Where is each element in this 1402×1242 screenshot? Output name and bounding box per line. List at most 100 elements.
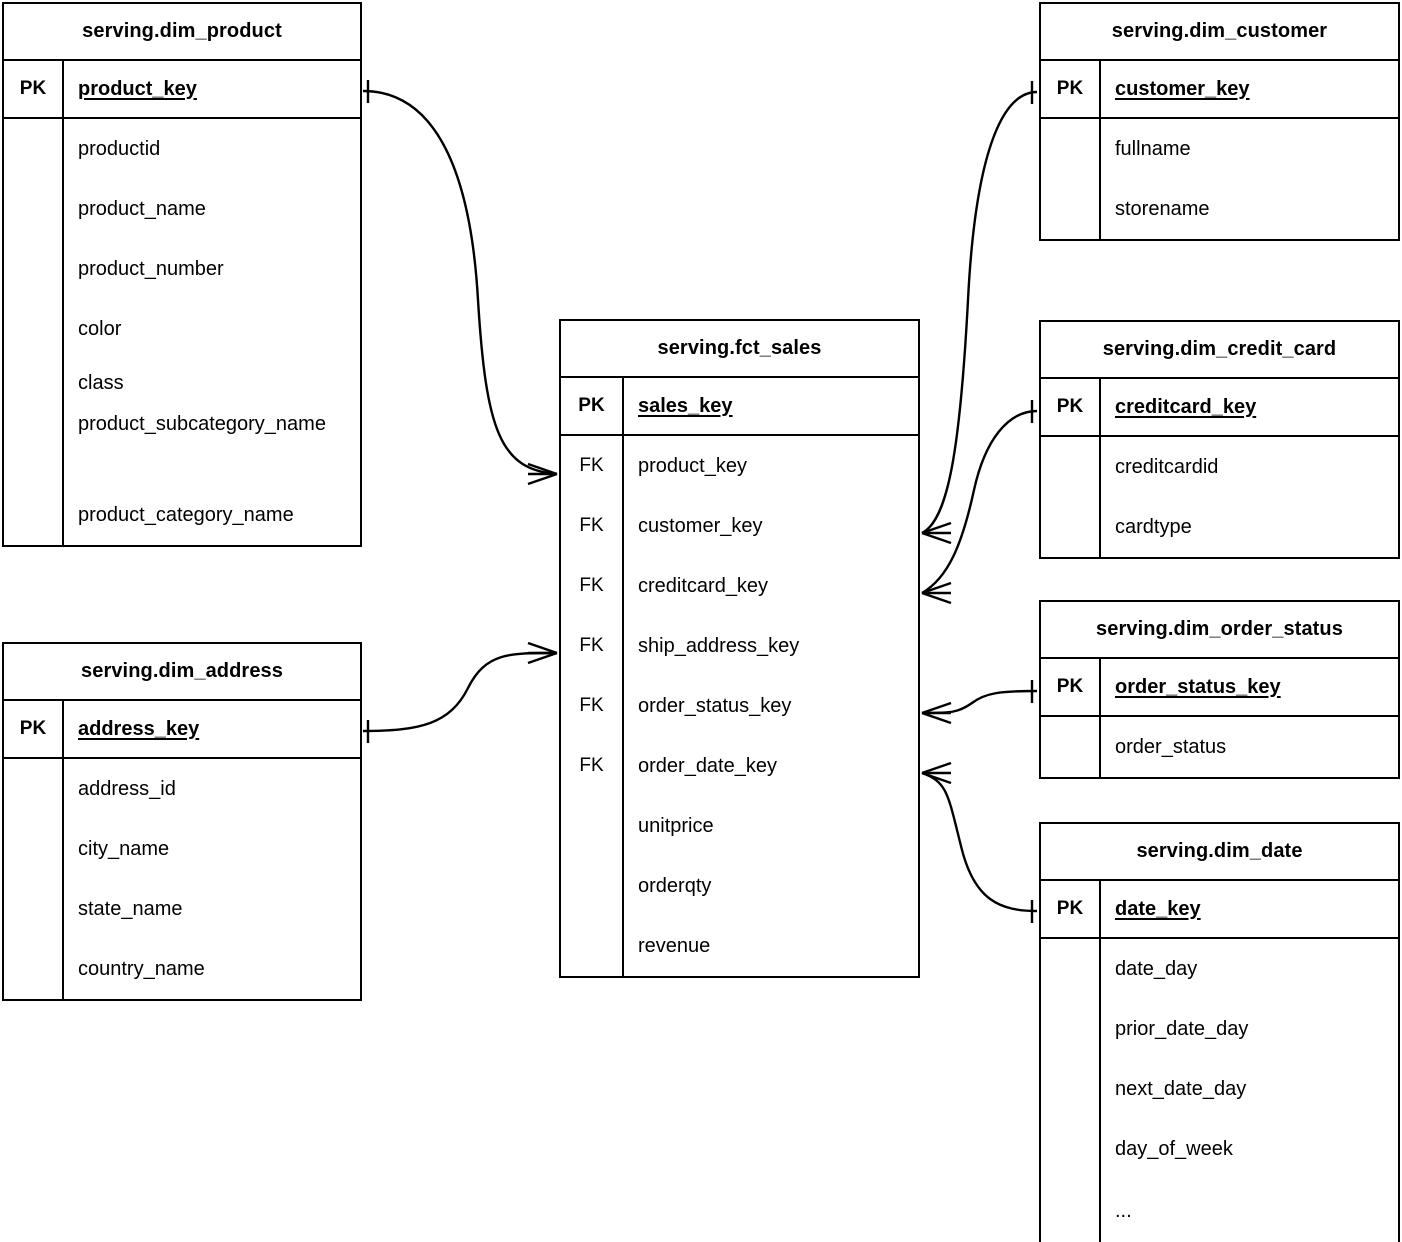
primary-key-row: PK customer_key: [1041, 61, 1398, 119]
attr-key: [4, 239, 62, 299]
attr-key: [4, 759, 62, 819]
entity-fct-sales[interactable]: serving.fct_sales PK sales_key FK FK FK …: [559, 319, 920, 978]
entity-dim-date[interactable]: serving.dim_date PK date_key date_day pr…: [1039, 822, 1400, 1242]
attribute-block: FK FK FK FK FK FK product_key customer_k…: [561, 436, 918, 976]
attr-name: cardtype: [1115, 515, 1192, 538]
attr-name: ship_address_key: [638, 634, 800, 657]
pk-label: PK: [1056, 396, 1084, 417]
name-column: customer_key: [1101, 61, 1398, 117]
attr-key: [561, 856, 622, 916]
entity-dim-product[interactable]: serving.dim_product PK product_key produ…: [2, 2, 362, 547]
relationship-address-to-sales: [362, 641, 558, 743]
pk-label: PK: [19, 718, 47, 739]
key-column: [1041, 119, 1101, 239]
attr-name: day_of_week: [1115, 1137, 1233, 1160]
primary-key-row: PK address_key: [4, 701, 360, 759]
entity-dim-address[interactable]: serving.dim_address PK address_key addre…: [2, 642, 362, 1001]
attr-key: FK: [579, 455, 604, 476]
entity-dim-credit-card[interactable]: serving.dim_credit_card PK creditcard_ke…: [1039, 320, 1400, 559]
pk-field-name: date_key: [1115, 897, 1201, 920]
attr-key: [4, 179, 62, 239]
primary-key-row: PK sales_key: [561, 378, 918, 436]
pk-field-name: product_key: [78, 77, 197, 100]
entity-title: serving.dim_date: [1041, 824, 1398, 881]
attr-key: [1041, 1179, 1099, 1242]
attr-name: product_number: [78, 257, 224, 280]
entity-dim-customer[interactable]: serving.dim_customer PK customer_key ful…: [1039, 2, 1400, 241]
pk-label: PK: [19, 78, 47, 99]
attr-name: ...: [1115, 1199, 1132, 1222]
attr-key: [561, 916, 622, 976]
name-column: fullname storename: [1101, 119, 1398, 239]
key-column: PK: [1041, 659, 1101, 715]
attribute-block: address_id city_name state_name country_…: [4, 759, 360, 999]
attr-name: customer_key: [638, 514, 763, 537]
key-column: [4, 759, 64, 999]
primary-key-row: PK order_status_key: [1041, 659, 1398, 717]
key-column: PK: [4, 61, 64, 117]
attr-name: class: [78, 371, 124, 394]
attr-name: unitprice: [638, 814, 714, 837]
name-column: creditcardid cardtype: [1101, 437, 1398, 557]
attr-key: FK: [579, 515, 604, 536]
attr-name: date_day: [1115, 957, 1198, 980]
attr-name: country_name: [78, 957, 205, 980]
entity-title: serving.dim_customer: [1041, 4, 1398, 61]
name-column: sales_key: [624, 378, 918, 434]
attr-name: creditcard_key: [638, 574, 769, 597]
key-column: PK: [4, 701, 64, 757]
attr-key: FK: [579, 755, 604, 776]
name-column: product_key: [64, 61, 360, 117]
attr-key: [1041, 999, 1099, 1059]
attr-key: [4, 879, 62, 939]
relationship-product-to-sales: [362, 80, 558, 486]
name-column: address_key: [64, 701, 360, 757]
attribute-block: fullname storename: [1041, 119, 1398, 239]
attr-key: FK: [579, 695, 604, 716]
pk-field-name: sales_key: [638, 394, 733, 417]
attr-key: FK: [579, 635, 604, 656]
attr-key: [4, 359, 62, 407]
attr-key: [1041, 717, 1099, 777]
name-column: address_id city_name state_name country_…: [64, 759, 360, 999]
relationship-creditcard-to-sales: [921, 400, 1038, 605]
pk-field-name: order_status_key: [1115, 675, 1281, 698]
attr-key: FK: [579, 575, 604, 596]
attr-key: [4, 939, 62, 999]
primary-key-row: PK product_key: [4, 61, 360, 119]
entity-title: serving.fct_sales: [561, 321, 918, 378]
pk-field-name: customer_key: [1115, 77, 1250, 100]
name-column: order_status: [1101, 717, 1398, 777]
name-column: order_status_key: [1101, 659, 1398, 715]
name-column: creditcard_key: [1101, 379, 1398, 435]
attr-name: storename: [1115, 197, 1210, 220]
pk-field-name: address_key: [78, 717, 200, 740]
key-column: PK: [1041, 379, 1101, 435]
entity-title: serving.dim_order_status: [1041, 602, 1398, 659]
attr-key: [1041, 939, 1099, 999]
key-column: [1041, 437, 1101, 557]
primary-key-row: PK creditcard_key: [1041, 379, 1398, 437]
attribute-block: date_day prior_date_day next_date_day da…: [1041, 939, 1398, 1242]
entity-title: serving.dim_credit_card: [1041, 322, 1398, 379]
entity-title: serving.dim_product: [4, 4, 360, 61]
name-column: product_key customer_key creditcard_key …: [624, 436, 918, 976]
key-column: PK: [1041, 61, 1101, 117]
entity-dim-order-status[interactable]: serving.dim_order_status PK order_status…: [1039, 600, 1400, 779]
attr-name: order_status_key: [638, 694, 792, 717]
entity-title: serving.dim_address: [4, 644, 360, 701]
relationship-customer-to-sales: [921, 81, 1038, 545]
attr-key: [1041, 1119, 1099, 1179]
attr-name: state_name: [78, 897, 183, 920]
attr-name: fullname: [1115, 137, 1191, 160]
primary-key-row: PK date_key: [1041, 881, 1398, 939]
attr-key: [4, 299, 62, 359]
relationship-date-to-sales: [921, 761, 1038, 923]
attr-key: [4, 407, 62, 479]
attr-name: product_subcategory_name: [78, 413, 326, 435]
name-column: date_key: [1101, 881, 1398, 937]
attr-key: [1041, 119, 1099, 179]
attr-name: next_date_day: [1115, 1077, 1247, 1100]
attr-name: address_id: [78, 777, 176, 800]
pk-label: PK: [1056, 898, 1084, 919]
